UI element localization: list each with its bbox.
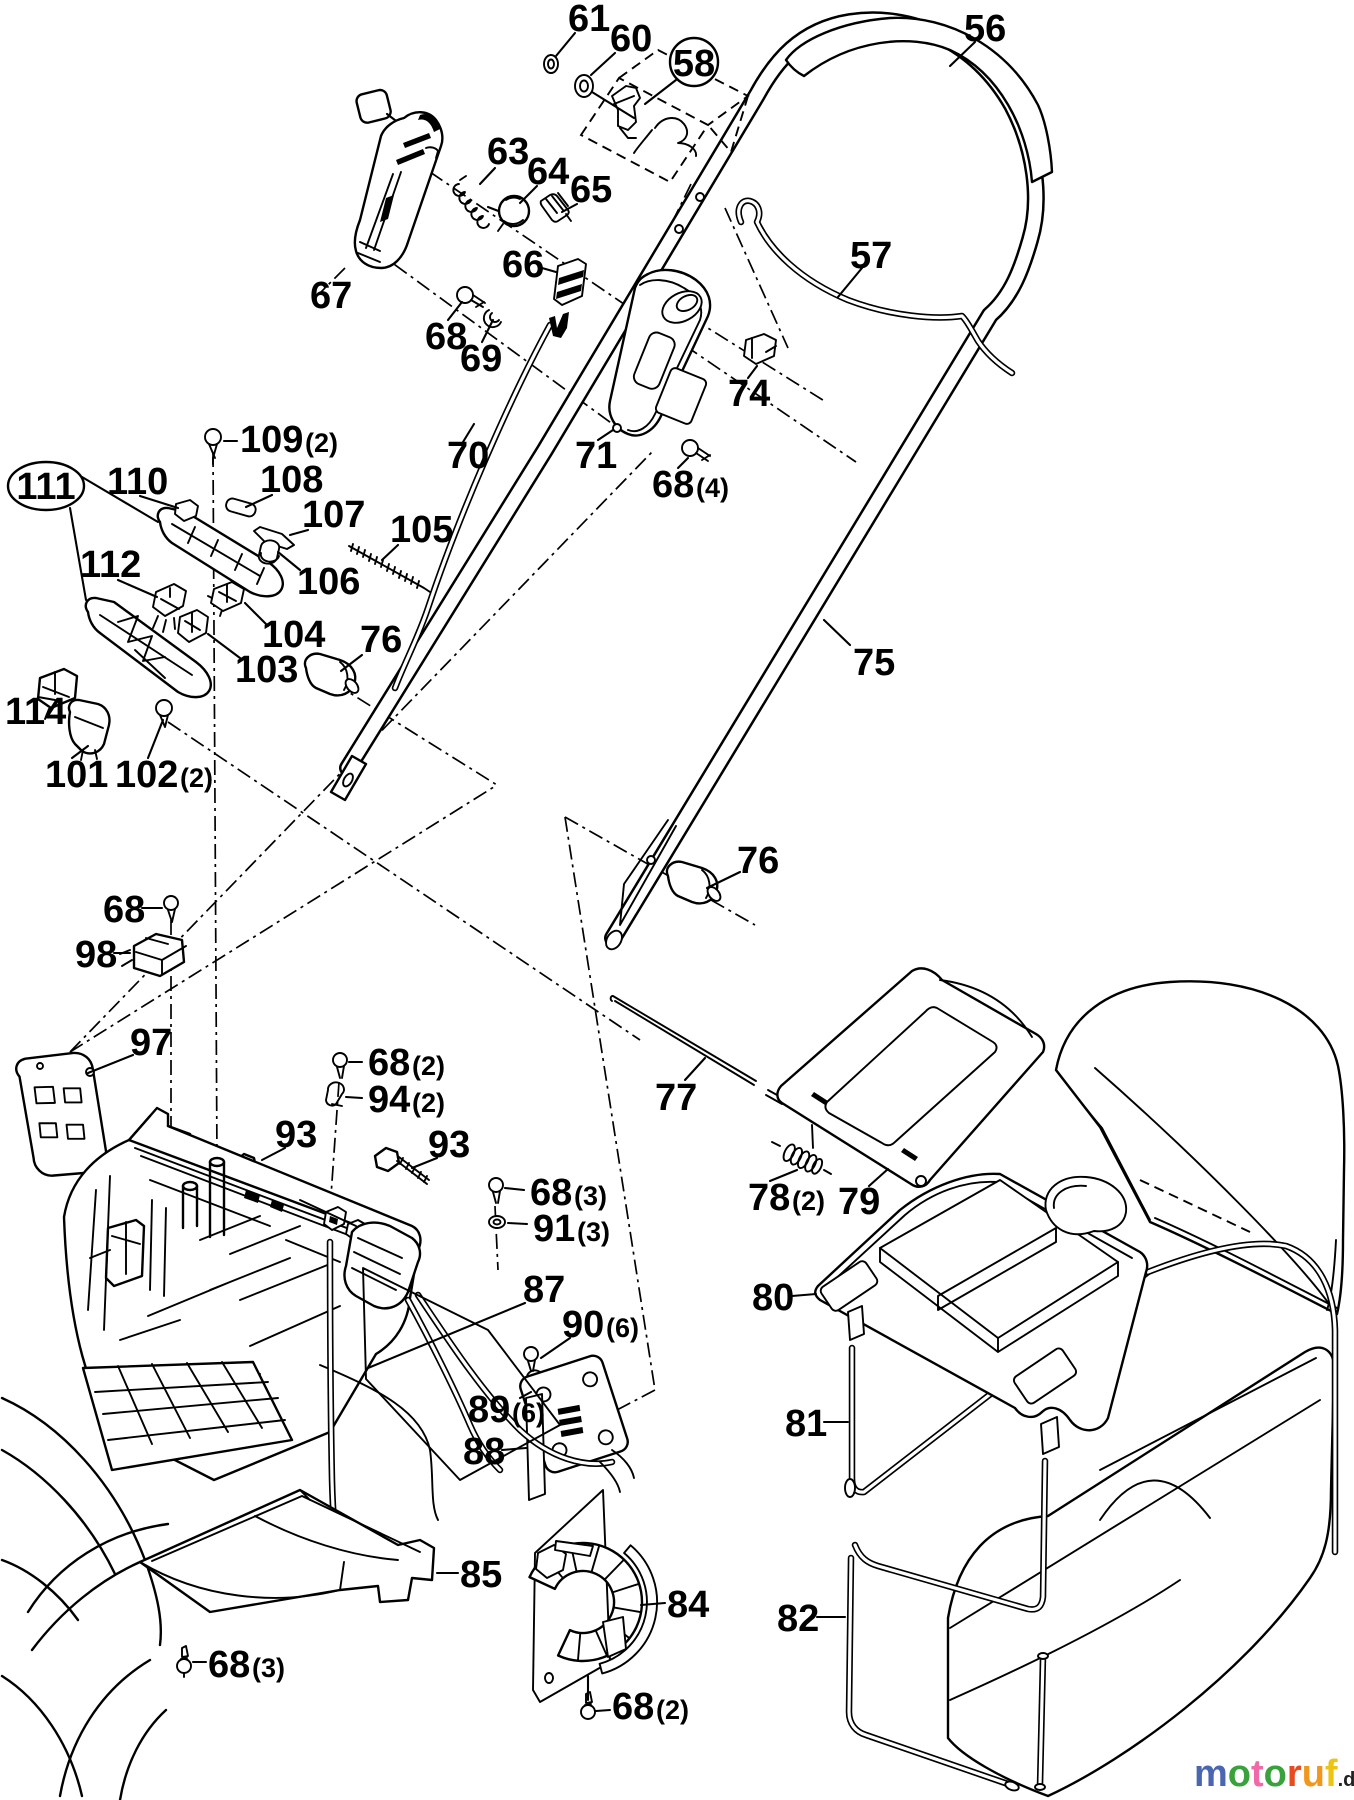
svg-text:(3): (3) xyxy=(252,1653,285,1683)
svg-text:90: 90 xyxy=(562,1304,604,1346)
svg-text:60: 60 xyxy=(610,18,652,60)
svg-text:80: 80 xyxy=(752,1277,794,1319)
svg-text:(4): (4) xyxy=(696,473,729,503)
svg-text:78: 78 xyxy=(748,1177,790,1219)
svg-text:112: 112 xyxy=(80,544,141,586)
svg-text:94: 94 xyxy=(368,1079,410,1121)
svg-text:76: 76 xyxy=(360,619,402,661)
svg-text:70: 70 xyxy=(447,435,489,477)
svg-text:(3): (3) xyxy=(577,1217,610,1247)
svg-text:65: 65 xyxy=(570,169,612,211)
svg-text:67: 67 xyxy=(310,275,352,317)
svg-text:85: 85 xyxy=(460,1554,502,1596)
svg-text:93: 93 xyxy=(275,1114,317,1156)
svg-text:93: 93 xyxy=(428,1124,470,1166)
svg-text:56: 56 xyxy=(964,8,1006,50)
svg-text:58: 58 xyxy=(673,43,715,85)
svg-text:106: 106 xyxy=(297,561,360,603)
svg-text:(6): (6) xyxy=(606,1313,639,1343)
svg-text:69: 69 xyxy=(460,338,502,380)
svg-text:76: 76 xyxy=(737,840,779,882)
svg-text:102: 102 xyxy=(115,754,178,796)
svg-text:68: 68 xyxy=(612,1686,654,1728)
svg-text:68: 68 xyxy=(103,889,145,931)
svg-text:68: 68 xyxy=(652,464,694,506)
svg-text:87: 87 xyxy=(523,1269,565,1311)
svg-text:75: 75 xyxy=(853,642,895,684)
svg-text:77: 77 xyxy=(655,1077,697,1119)
svg-text:97: 97 xyxy=(130,1022,172,1064)
svg-text:(2): (2) xyxy=(412,1088,445,1118)
svg-text:79: 79 xyxy=(838,1181,880,1223)
svg-text:66: 66 xyxy=(502,244,544,286)
svg-text:105: 105 xyxy=(390,509,453,551)
svg-text:71: 71 xyxy=(575,435,617,477)
svg-text:84: 84 xyxy=(667,1584,709,1626)
svg-text:88: 88 xyxy=(463,1431,505,1473)
svg-text:101: 101 xyxy=(45,754,108,796)
svg-text:63: 63 xyxy=(487,131,529,173)
svg-text:(2): (2) xyxy=(792,1186,825,1216)
svg-text:64: 64 xyxy=(527,151,569,193)
svg-text:(2): (2) xyxy=(305,428,338,458)
svg-text:motoruf.de: motoruf.de xyxy=(1194,1753,1354,1795)
svg-text:107: 107 xyxy=(302,494,365,536)
svg-text:108: 108 xyxy=(260,459,323,501)
svg-text:81: 81 xyxy=(785,1403,827,1445)
svg-text:(3): (3) xyxy=(574,1181,607,1211)
svg-text:82: 82 xyxy=(777,1598,819,1640)
svg-text:68: 68 xyxy=(208,1644,250,1686)
svg-text:74: 74 xyxy=(728,373,770,415)
svg-text:91: 91 xyxy=(533,1208,575,1250)
svg-text:89: 89 xyxy=(468,1389,510,1431)
svg-text:109: 109 xyxy=(240,419,303,461)
svg-text:68: 68 xyxy=(530,1172,572,1214)
svg-text:68: 68 xyxy=(425,316,467,358)
svg-text:(2): (2) xyxy=(180,763,213,793)
svg-text:98: 98 xyxy=(75,934,117,976)
svg-text:68: 68 xyxy=(368,1042,410,1084)
svg-text:(6): (6) xyxy=(512,1398,545,1428)
svg-text:61: 61 xyxy=(568,0,610,40)
svg-text:57: 57 xyxy=(850,235,892,277)
svg-text:(2): (2) xyxy=(412,1051,445,1081)
svg-text:103: 103 xyxy=(235,649,298,691)
svg-text:111: 111 xyxy=(16,466,75,508)
svg-text:(2): (2) xyxy=(656,1695,689,1725)
svg-text:110: 110 xyxy=(107,461,168,503)
svg-text:114: 114 xyxy=(5,691,66,733)
svg-text:104: 104 xyxy=(262,614,325,656)
